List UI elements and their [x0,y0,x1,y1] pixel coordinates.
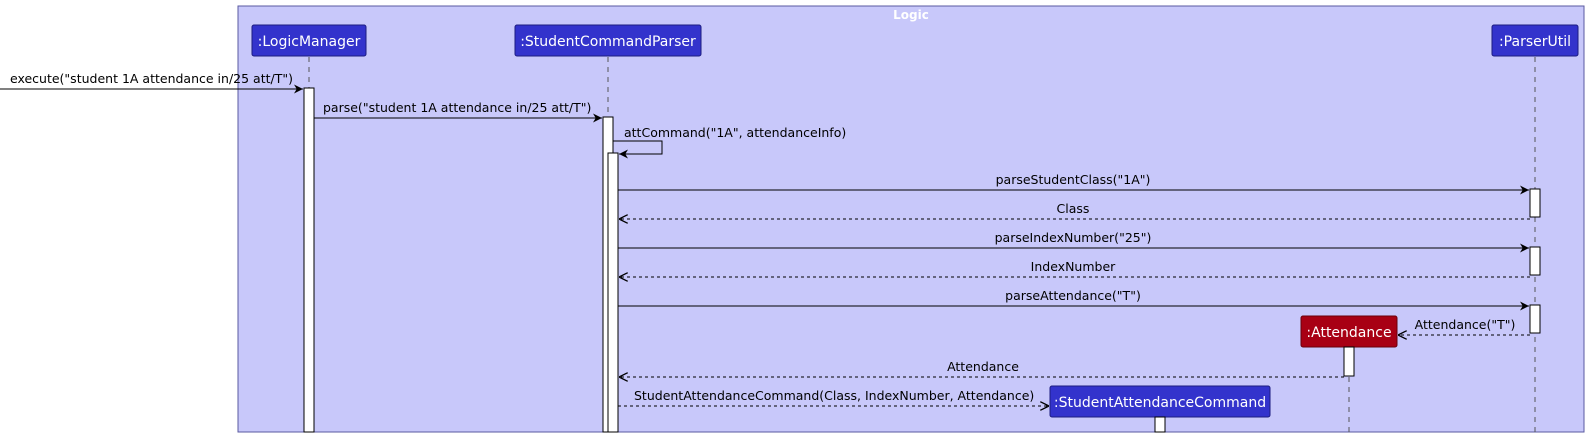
message-create-command-label: StudentAttendanceCommand(Class, IndexNum… [634,388,1034,403]
message-parse-index-number-label: parseIndexNumber("25") [995,230,1152,245]
message-parse: parse("student 1A attendance in/25 att/T… [314,100,602,123]
message-parse-index-number: parseIndexNumber("25") [618,230,1529,253]
message-return-index-number: IndexNumber [619,259,1530,277]
message-att-command-label: attCommand("1A", attendanceInfo) [624,125,846,140]
participant-attendance-label: :Attendance [1306,325,1391,341]
message-parse-student-class-label: parseStudentClass("1A") [996,172,1151,187]
message-parse-student-class: parseStudentClass("1A") [618,172,1529,195]
message-create-attendance-label: Attendance("T") [1415,317,1516,332]
message-return-index-number-label: IndexNumber [1031,259,1116,274]
message-execute-label: execute("student 1A attendance in/25 att… [10,71,293,86]
participant-student-command-parser-label: :StudentCommandParser [520,34,696,50]
participant-parser-util[interactable]: :ParserUtil [1491,24,1579,57]
activation-logic-manager [303,87,315,433]
message-create-command: StudentAttendanceCommand(Class, IndexNum… [618,388,1049,406]
message-parse-attendance: parseAttendance("T") [618,288,1529,311]
participant-student-command-parser[interactable]: :StudentCommandParser [514,24,702,57]
message-create-attendance: Attendance("T") [1398,317,1530,335]
message-execute: execute("student 1A attendance in/25 att… [0,71,303,94]
activation-bars [303,87,1541,433]
activation-parserutil-class [1529,188,1541,218]
participant-parser-util-label: :ParserUtil [1499,34,1571,50]
message-return-class-label: Class [1057,201,1090,216]
participant-student-attendance-command[interactable]: :StudentAttendanceCommand [1049,385,1271,418]
activation-parserutil-attendance [1529,304,1541,334]
message-return-attendance: Attendance [619,359,1344,377]
message-att-command: attCommand("1A", attendanceInfo) [613,125,846,159]
participant-logic-manager-label: :LogicManager [258,34,361,50]
frame-title: Logic [893,8,929,22]
message-parse-attendance-label: parseAttendance("T") [1005,288,1141,303]
message-parse-label: parse("student 1A attendance in/25 att/T… [323,100,591,115]
participant-student-attendance-command-label: :StudentAttendanceCommand [1054,395,1266,411]
activation-attendance [1343,346,1355,377]
message-return-attendance-label: Attendance [947,359,1019,374]
participant-logic-manager[interactable]: :LogicManager [251,24,367,57]
activation-student-attendance-command [1154,416,1166,433]
participant-attendance[interactable]: :Attendance [1300,315,1398,348]
activation-parserutil-index [1529,246,1541,276]
activation-parser-attcommand [607,152,619,433]
message-return-class: Class [619,201,1530,219]
